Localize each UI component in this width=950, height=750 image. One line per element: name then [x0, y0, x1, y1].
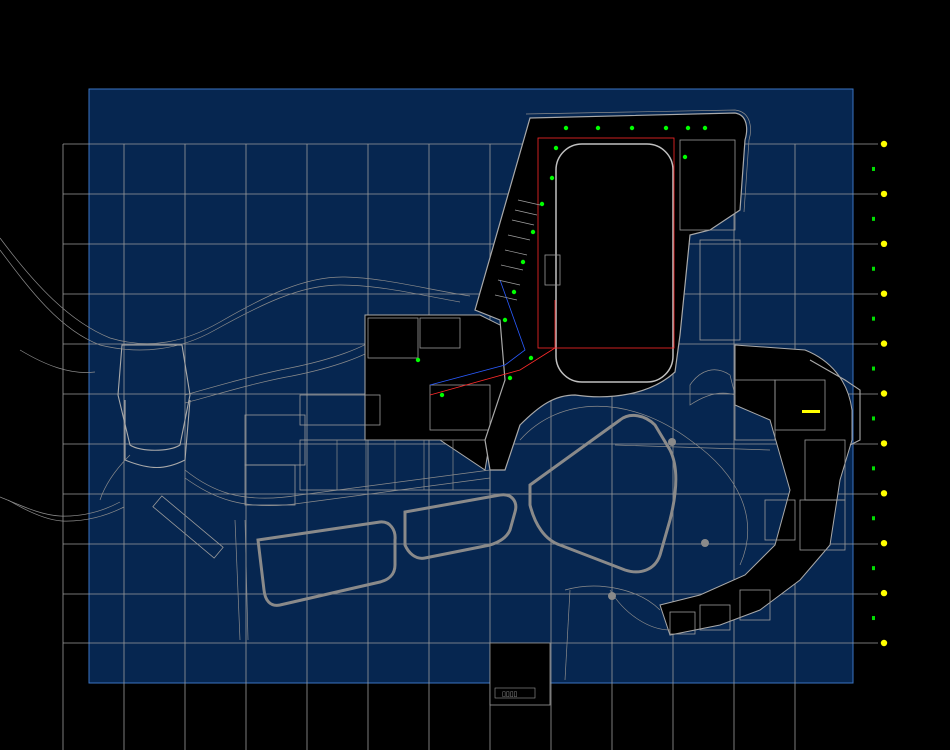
grid-axis-marker — [880, 490, 888, 497]
title-block-label: ▯▯▯▯ — [502, 690, 517, 698]
grid-axis-marker — [880, 589, 888, 597]
arena-building — [415, 109, 751, 471]
grid-axis-marker — [880, 390, 888, 397]
grid-axis-tick — [872, 616, 875, 621]
grid-axis-marker — [880, 240, 888, 247]
grid-axis-tick — [872, 466, 875, 471]
grid-axis-marker — [880, 190, 888, 198]
grid-axis-tick — [872, 266, 875, 271]
grid-axis-tick — [872, 366, 875, 371]
grid-axis-marker — [880, 440, 888, 447]
grid-axis-markers — [872, 140, 888, 647]
central-building — [244, 314, 526, 506]
grid-axis-marker — [880, 639, 888, 647]
arena-floor — [555, 143, 674, 383]
grid-axis-marker — [880, 340, 888, 347]
grid-axis-marker — [880, 540, 888, 547]
grid-axis-tick — [872, 216, 875, 221]
grid-axis-tick — [872, 416, 875, 421]
grid-axis-tick — [872, 516, 875, 521]
grid-axis-marker — [880, 290, 888, 297]
grid-axis-marker — [880, 140, 888, 148]
title-block: ▯▯▯▯ — [489, 642, 551, 706]
east-wing — [659, 344, 861, 636]
grid-axis-tick — [872, 166, 875, 171]
grid-axis-tick — [872, 316, 875, 321]
grid-axis-tick — [872, 566, 875, 571]
